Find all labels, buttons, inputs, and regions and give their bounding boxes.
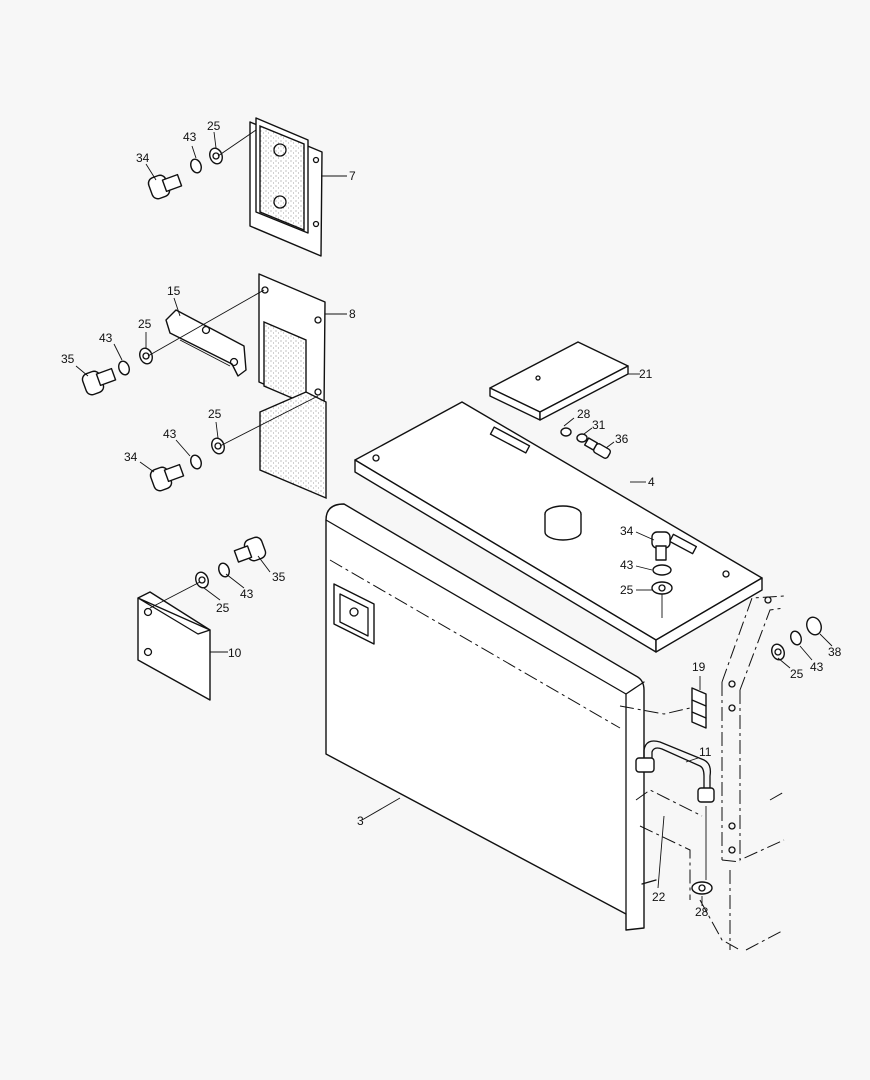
label-19: 19 — [692, 660, 706, 674]
label-25-top: 25 — [207, 119, 221, 133]
label-11: 11 — [699, 745, 712, 759]
label-34-top: 34 — [136, 151, 150, 165]
label-31: 31 — [592, 418, 606, 432]
label-15: 15 — [167, 284, 181, 298]
label-28-upper: 28 — [577, 407, 591, 421]
label-28-lower: 28 — [695, 905, 709, 919]
label-25-lid: 25 — [620, 583, 634, 597]
handle-11 — [635, 740, 715, 880]
leader-lines — [75, 129, 833, 906]
label-25-lower: 25 — [216, 601, 230, 615]
label-43-lid: 43 — [620, 558, 634, 572]
label-25-upper: 25 — [138, 317, 152, 331]
bracket-15 — [165, 309, 247, 377]
label-8: 8 — [349, 307, 356, 321]
label-25-middle: 25 — [208, 407, 222, 421]
plate-7 — [249, 117, 323, 257]
label-43-middle: 43 — [163, 427, 177, 441]
label-22: 22 — [652, 890, 666, 904]
label-34-lid: 34 — [620, 524, 634, 538]
plate-8 — [258, 273, 327, 500]
label-3: 3 — [357, 814, 364, 828]
channel-21 — [489, 341, 629, 421]
label-43-top: 43 — [183, 130, 197, 144]
label-25-right: 25 — [790, 667, 804, 681]
part-labels: 7 25 43 34 8 15 25 43 35 25 43 34 35 43 … — [61, 119, 842, 919]
cover-panel-3 — [325, 503, 645, 931]
label-36: 36 — [615, 432, 629, 446]
bolt-35-lower — [233, 536, 267, 563]
label-43-right: 43 — [810, 660, 824, 674]
label-43-lower: 43 — [240, 587, 254, 601]
clip-19 — [619, 687, 707, 729]
label-21: 21 — [639, 367, 653, 381]
label-4: 4 — [648, 475, 655, 489]
label-34-middle: 34 — [124, 450, 138, 464]
bolt-35-upper — [81, 367, 117, 396]
label-35-lower: 35 — [272, 570, 286, 584]
label-7: 7 — [349, 169, 356, 183]
bolt-36 — [583, 437, 612, 459]
label-10: 10 — [228, 646, 242, 660]
lid-4 — [354, 401, 763, 653]
label-35-upper: 35 — [61, 352, 75, 366]
label-43-upper: 43 — [99, 331, 113, 345]
bolt-34-middle — [149, 463, 185, 492]
frame-structure — [635, 595, 785, 951]
label-38: 38 — [828, 645, 842, 659]
bolt-34-lid — [651, 531, 671, 561]
bolt-34-top — [147, 173, 183, 200]
plate-10 — [137, 591, 211, 701]
